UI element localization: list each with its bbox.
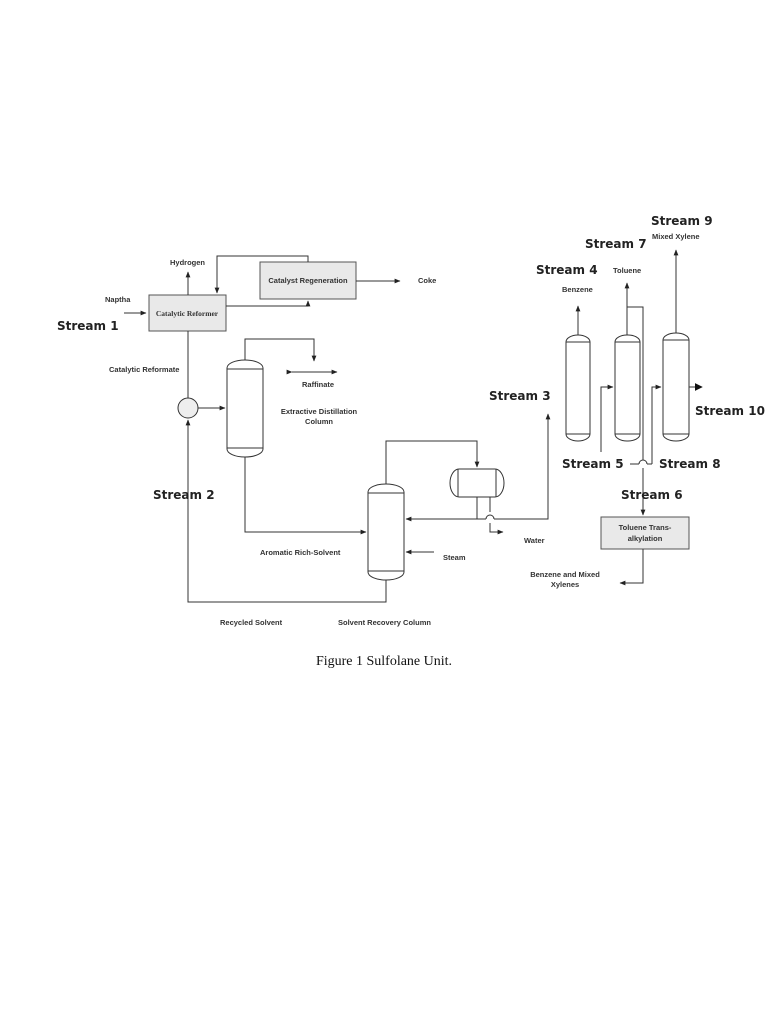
- stream-9-label: Stream 9: [651, 214, 713, 228]
- stream-3-label: Stream 3: [489, 389, 551, 403]
- stream-2-label: Stream 2: [153, 488, 215, 502]
- catalyst-regeneration-box: [259, 261, 357, 300]
- extractive-distillation-column: [226, 359, 264, 458]
- coke-label: Coke: [418, 276, 436, 285]
- mixed-xylene-label: Mixed Xylene: [652, 232, 700, 241]
- benzene-label: Benzene: [562, 285, 593, 294]
- mixer-node: [177, 397, 199, 419]
- toluene-transalkylation-box: [600, 516, 690, 550]
- aromatic-rich-solvent-label: Aromatic Rich-Solvent: [260, 548, 341, 557]
- extractive-column-label-2: Column: [305, 417, 333, 426]
- benzene-mixed-xylenes-label-2: Xylenes: [551, 580, 579, 589]
- stream-6-label: Stream 6: [621, 488, 683, 502]
- catalyst-regeneration-label: Catalyst Regeneration: [268, 276, 348, 285]
- solvent-recovery-column-label: Solvent Recovery Column: [338, 618, 431, 627]
- solvent-recovery-column: [367, 483, 405, 581]
- steam-label: Steam: [443, 553, 466, 562]
- stream-1-label: Stream 1: [57, 319, 119, 333]
- raffinate-label: Raffinate: [302, 380, 334, 389]
- stream-5-label: Stream 5: [562, 457, 624, 471]
- stream-10-label: Stream 10: [695, 404, 765, 418]
- benzene-column: [565, 334, 591, 442]
- benzene-mixed-xylenes-label-1: Benzene and Mixed: [530, 570, 600, 579]
- catalytic-reformate-label: Catalytic Reformate: [109, 365, 179, 374]
- stream-8-label: Stream 8: [659, 457, 721, 471]
- figure-caption: Figure 1 Sulfolane Unit.: [316, 654, 452, 669]
- extractive-column-label-1: Extractive Distillation: [281, 407, 358, 416]
- catalytic-reformer-label: Catalytic Reformer: [156, 309, 219, 318]
- toluene-transalkylation-label-2: alkylation: [628, 534, 663, 543]
- water-label: Water: [524, 536, 545, 545]
- toluene-column: [614, 334, 641, 442]
- stream-4-label: Stream 4: [536, 263, 598, 277]
- toluene-transalkylation-label-1: Toluene Trans-: [619, 523, 672, 532]
- xylene-column: [662, 332, 690, 442]
- recycled-solvent-label: Recycled Solvent: [220, 618, 283, 627]
- toluene-label: Toluene: [613, 266, 641, 275]
- catalytic-reformer-box: [148, 294, 227, 332]
- naptha-label: Naptha: [105, 295, 131, 304]
- hydrogen-label: Hydrogen: [170, 258, 205, 267]
- stream-7-label: Stream 7: [585, 237, 647, 251]
